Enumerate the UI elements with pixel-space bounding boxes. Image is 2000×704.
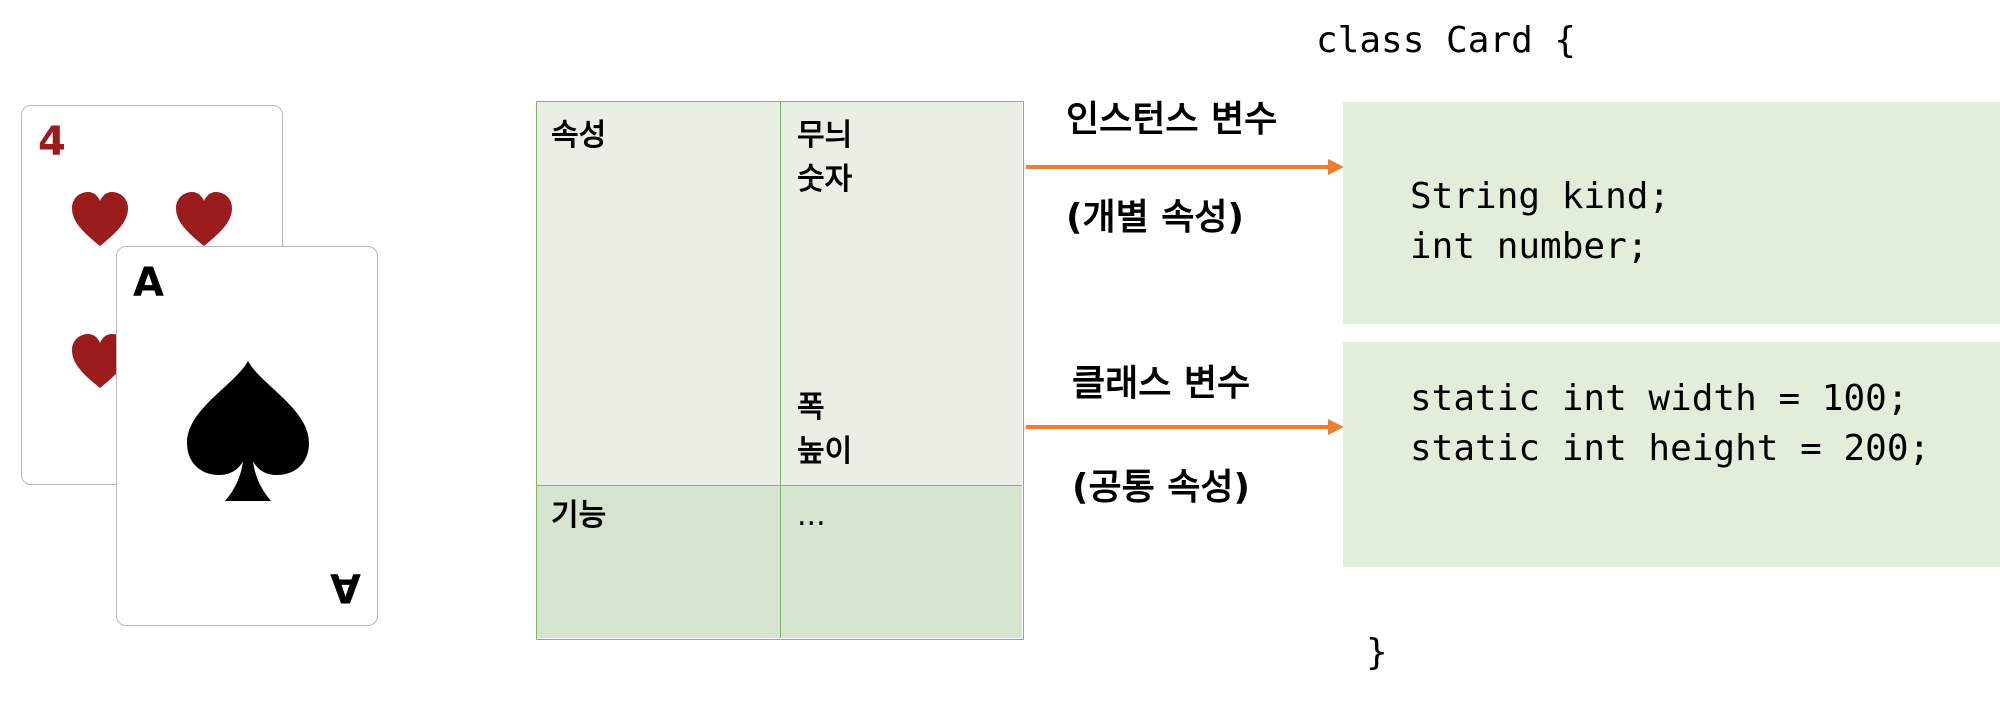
card-attribute-table: 속성 무늬 숫자 폭 높이 기능 ... [536,101,1024,640]
class-variable-title: 클래스 변수 [1072,363,1251,404]
instance-fields-box: String kind; int number; [1343,102,2000,324]
instance-variable-arrow [1026,159,1344,175]
heart-icon [176,192,232,246]
code-line-kind: String kind; [1410,176,1671,217]
attribute-label: 속성 [551,118,607,153]
function-label: 기능 [551,498,607,533]
attribute-values-cell: 무늬 숫자 폭 높이 [781,102,1022,486]
heart-icon [72,192,128,246]
spade-icon [187,361,309,501]
code-line-height: static int height = 200; [1410,428,1931,469]
instance-variable-title: 인스턴스 변수 [1066,99,1278,140]
function-values-cell: ... [781,486,1022,638]
attribute-item-number: 숫자 [797,162,853,197]
function-header-cell: 기능 [537,486,781,638]
class-variable-arrow [1026,419,1344,435]
attribute-item-width: 폭 [797,390,825,425]
class-declaration-open: class Card { [1316,20,1577,61]
attribute-item-pattern: 무늬 [797,118,853,153]
function-value: ... [797,498,826,533]
code-line-number: int number; [1410,226,1649,267]
card-rank-four: 4 [38,119,66,165]
class-declaration-close: } [1366,632,1388,673]
code-line-width: static int width = 100; [1410,378,1909,419]
playing-card-ace-spades: A A [116,246,378,626]
attribute-item-height: 높이 [797,434,853,469]
class-variable-subtitle: (공통 속성) [1072,467,1250,508]
instance-variable-subtitle: (개별 속성) [1066,197,1244,238]
static-fields-box: static int width = 100; static int heigh… [1343,342,2000,567]
card-rank-ace-bottom: A [330,564,361,610]
card-rank-ace-top: A [133,260,164,306]
heart-icon [72,334,128,388]
attribute-header-cell: 속성 [537,102,781,486]
